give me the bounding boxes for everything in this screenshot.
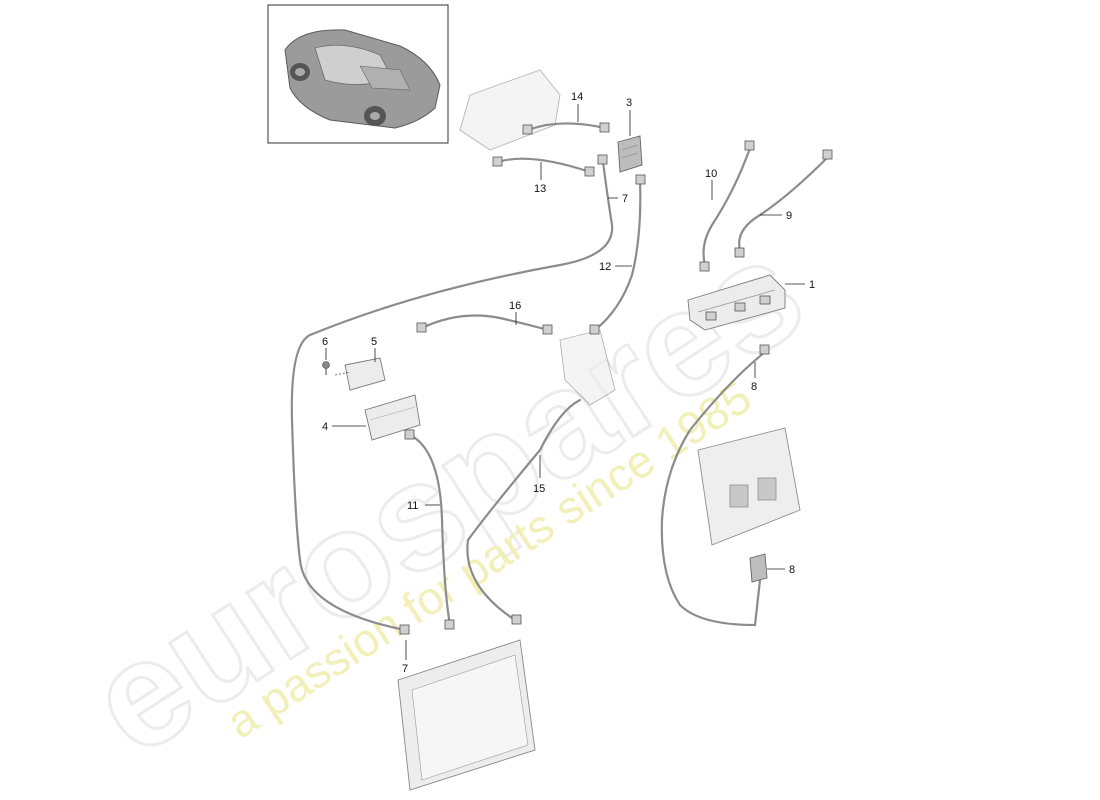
cable-12 bbox=[593, 178, 642, 332]
cable-11 bbox=[408, 433, 452, 627]
svg-text:11: 11 bbox=[407, 500, 418, 512]
car-silhouette bbox=[284, 29, 441, 129]
callouts: 1 3 4 5 6 7 7 8 bbox=[322, 91, 815, 675]
svg-text:6: 6 bbox=[322, 336, 328, 348]
cable-13 bbox=[496, 157, 592, 174]
control-unit-body bbox=[697, 427, 801, 546]
cable-14 bbox=[526, 122, 607, 132]
callout-4: 4 bbox=[322, 421, 366, 433]
callout-9: 9 bbox=[760, 210, 792, 222]
svg-text:7: 7 bbox=[622, 193, 628, 205]
callout-8-lower: 8 bbox=[767, 564, 795, 576]
callout-11: 11 bbox=[407, 500, 440, 512]
callout-7-lower: 7 bbox=[402, 640, 408, 675]
callout-6: 6 bbox=[322, 336, 328, 360]
callout-15: 15 bbox=[533, 455, 545, 495]
callout-12: 12 bbox=[599, 261, 632, 273]
callout-5: 5 bbox=[371, 336, 377, 362]
part-4-control-unit bbox=[364, 394, 421, 441]
svg-text:5: 5 bbox=[371, 336, 377, 348]
cable-15 bbox=[466, 398, 582, 622]
cable-16 bbox=[420, 314, 550, 332]
part-1-module bbox=[687, 274, 786, 331]
svg-text:14: 14 bbox=[571, 91, 583, 103]
callout-3: 3 bbox=[626, 97, 632, 136]
cable-8 bbox=[660, 350, 767, 627]
callout-10: 10 bbox=[705, 168, 717, 200]
mounting-bracket-faint bbox=[459, 69, 561, 151]
svg-text:13: 13 bbox=[534, 183, 546, 195]
callout-1: 1 bbox=[785, 279, 815, 291]
callout-8-upper: 8 bbox=[751, 362, 757, 393]
callout-13: 13 bbox=[534, 162, 546, 195]
svg-text:10: 10 bbox=[705, 168, 717, 180]
svg-text:8: 8 bbox=[789, 564, 795, 576]
cables bbox=[290, 122, 830, 632]
part-6-screw bbox=[322, 361, 330, 375]
cable-7 bbox=[290, 160, 614, 632]
background-parts bbox=[397, 69, 801, 791]
svg-text:9: 9 bbox=[786, 210, 792, 222]
svg-text:8: 8 bbox=[751, 381, 757, 393]
callout-7-upper: 7 bbox=[608, 193, 628, 205]
part-8-connector bbox=[749, 553, 768, 583]
svg-text:12: 12 bbox=[599, 261, 611, 273]
part-5-bracket bbox=[334, 357, 386, 391]
svg-text:3: 3 bbox=[626, 97, 632, 109]
svg-text:4: 4 bbox=[322, 421, 328, 433]
part-3-module bbox=[617, 135, 643, 173]
svg-text:1: 1 bbox=[809, 279, 815, 291]
callout-16: 16 bbox=[509, 300, 521, 325]
callout-14: 14 bbox=[571, 91, 583, 122]
cable-10 bbox=[702, 146, 752, 267]
svg-text:15: 15 bbox=[533, 483, 545, 495]
vehicle-thumbnail bbox=[267, 4, 449, 144]
parts bbox=[322, 122, 833, 635]
svg-text:16: 16 bbox=[509, 300, 521, 312]
svg-text:7: 7 bbox=[402, 663, 408, 675]
